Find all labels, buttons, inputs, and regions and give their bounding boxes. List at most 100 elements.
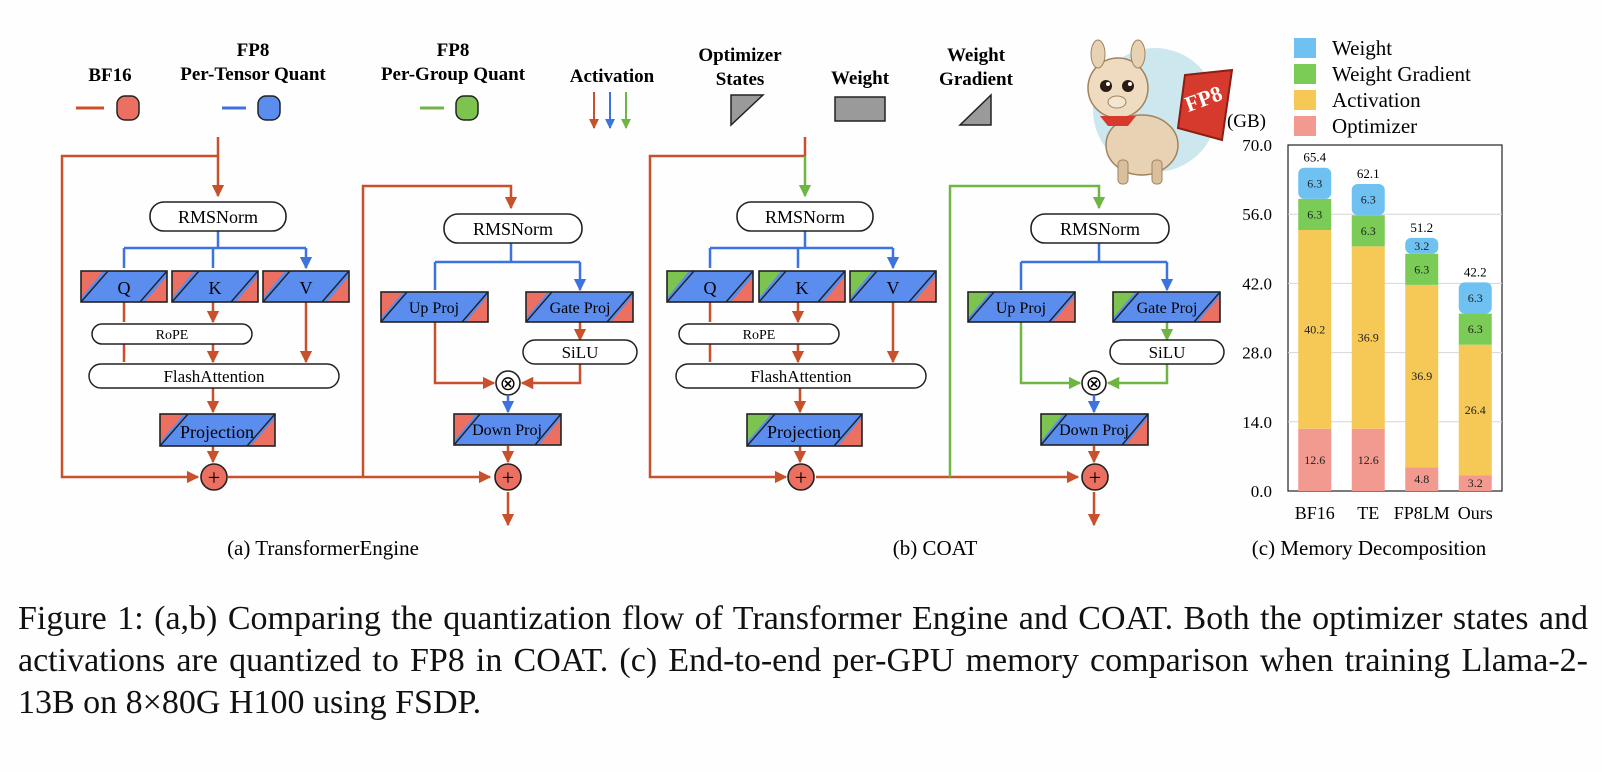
bar-value-label: 6.3 <box>1468 291 1483 305</box>
bar-segment-optimizer <box>1298 428 1332 491</box>
panel-b-coat <box>648 137 1167 527</box>
bar-segment-activation <box>1351 246 1385 429</box>
legend-swatch-weight <box>1294 38 1316 58</box>
subcaption-c: (c) Memory Decomposition <box>1252 536 1487 560</box>
multiply-node: ⊗ <box>495 370 521 396</box>
bar-total-label: 42.2 <box>1464 264 1487 279</box>
v-label: V <box>887 278 900 298</box>
q-label: Q <box>118 278 131 298</box>
bar-value-label: 6.3 <box>1414 262 1429 276</box>
legend-label-weight: Weight <box>1332 36 1392 60</box>
bar-value-label: 6.3 <box>1468 322 1483 336</box>
k-label: K <box>209 278 222 298</box>
flashattention-label: FlashAttention <box>750 367 852 386</box>
y-tick-label: 14.0 <box>1242 413 1272 432</box>
gate-proj-label: Gate Proj <box>1137 300 1198 317</box>
v-node: V <box>262 270 350 303</box>
add-node: + <box>1081 463 1109 491</box>
legend-swatch-optimizer <box>1294 116 1316 136</box>
k-label: K <box>796 278 809 298</box>
x-tick-label: Ours <box>1458 503 1493 523</box>
gate-proj-node: Gate Proj <box>1112 291 1221 323</box>
subcaption-b: (b) COAT <box>893 536 978 560</box>
q-node: Q <box>80 270 168 303</box>
gate-proj-node: Gate Proj <box>525 291 634 323</box>
q-label: Q <box>704 278 717 298</box>
bar-value-label: 6.3 <box>1307 207 1322 221</box>
panel-b-nodes: RMSNorm Q K V RoPE FlashAttention Projec… <box>666 201 1225 560</box>
legend-optimizer-swatch <box>730 94 765 127</box>
legend-fp8-group-line1: FP8 <box>437 40 470 61</box>
rmsnorm-label: RMSNorm <box>178 207 258 227</box>
up-proj-label: Up Proj <box>409 300 459 317</box>
y-axis-label: (GB) <box>1227 111 1266 132</box>
gate-proj-label: Gate Proj <box>550 300 611 317</box>
silu-label: SiLU <box>562 343 599 362</box>
add-node: + <box>494 463 522 491</box>
bar-value-label: 36.9 <box>1358 331 1379 345</box>
bar-value-label: 12.6 <box>1358 453 1379 467</box>
y-tick-label: 42.0 <box>1242 274 1272 293</box>
down-proj-label: Down Proj <box>472 422 542 439</box>
x-tick-label: FP8LM <box>1394 503 1450 523</box>
memory-chart: 0.014.028.042.056.070.0(GB)12.640.26.36.… <box>1227 36 1503 523</box>
rmsnorm-node <box>736 201 874 232</box>
legend-wgrad-line1: Weight <box>947 45 1006 66</box>
legend-bf16-swatch <box>116 95 140 121</box>
multiply-symbol: ⊗ <box>1086 373 1103 395</box>
panel-a-transformerengine <box>60 137 580 527</box>
add-node: + <box>787 463 815 491</box>
bar-segment-optimizer <box>1458 475 1492 491</box>
legend-activation-label: Activation <box>570 66 655 87</box>
bar-segment-weight-gradient <box>1351 215 1385 247</box>
rope-label: RoPE <box>156 328 189 343</box>
legend: BF16 FP8 Per-Tensor Quant FP8 Per-Group … <box>76 40 1014 129</box>
bar-value-label: 3.2 <box>1414 239 1429 253</box>
bar-total-label: 62.1 <box>1357 166 1380 181</box>
flashattention-label: FlashAttention <box>163 367 265 386</box>
bar-segment-optimizer <box>1351 428 1385 491</box>
legend-optimizer-line2: States <box>716 69 765 90</box>
add-symbol: + <box>208 465 220 490</box>
bar-segment-activation <box>1405 284 1439 468</box>
silu-label: SiLU <box>1149 343 1186 362</box>
legend-label-optimizer: Optimizer <box>1332 114 1417 138</box>
bar-segment-weight-gradient <box>1458 313 1492 345</box>
bar-segment-activation <box>1458 344 1492 476</box>
projection-label: Projection <box>180 422 254 442</box>
rope-label: RoPE <box>743 328 776 343</box>
rmsnorm-label: RMSNorm <box>473 219 553 239</box>
up-proj-node: Up Proj <box>380 291 489 323</box>
rmsnorm-node <box>149 201 287 232</box>
add-symbol: + <box>1089 465 1101 490</box>
legend-swatch-activation <box>1294 90 1316 110</box>
bar-segment-weight <box>1351 184 1385 216</box>
legend-bf16-label: BF16 <box>88 65 131 86</box>
legend-wgrad-swatch <box>958 93 992 126</box>
x-tick-label: BF16 <box>1295 503 1335 523</box>
legend-swatch-weight-gradient <box>1294 64 1316 84</box>
bar-segment-weight <box>1298 167 1332 199</box>
legend-fp8-tensor-line2: Per-Tensor Quant <box>180 64 326 85</box>
q-node: Q <box>666 270 754 303</box>
legend-fp8-group-swatch <box>455 95 479 121</box>
add-symbol: + <box>502 465 514 490</box>
rmsnorm-label: RMSNorm <box>765 207 845 227</box>
bar-value-label: 3.2 <box>1468 476 1483 490</box>
caption-text: Figure 1: (a,b) Comparing the quantizati… <box>18 600 1588 721</box>
y-tick-label: 28.0 <box>1242 344 1272 363</box>
y-tick-label: 0.0 <box>1251 482 1272 501</box>
rope-node <box>91 323 253 345</box>
legend-fp8-tensor-line1: FP8 <box>237 40 270 61</box>
add-node: + <box>200 463 228 491</box>
bar-value-label: 6.3 <box>1361 224 1376 238</box>
bar-segment-weight <box>1458 282 1492 314</box>
flashattention-node <box>88 363 340 389</box>
figure-svg: BF16 FP8 Per-Tensor Quant FP8 Per-Group … <box>60 36 1503 560</box>
bar-value-label: 6.3 <box>1361 193 1376 207</box>
up-proj-label: Up Proj <box>996 300 1046 317</box>
down-proj-node: Down Proj <box>1040 413 1149 446</box>
bar-value-label: 26.4 <box>1465 403 1486 417</box>
llama-mascot-icon: FP8 <box>1087 39 1234 185</box>
